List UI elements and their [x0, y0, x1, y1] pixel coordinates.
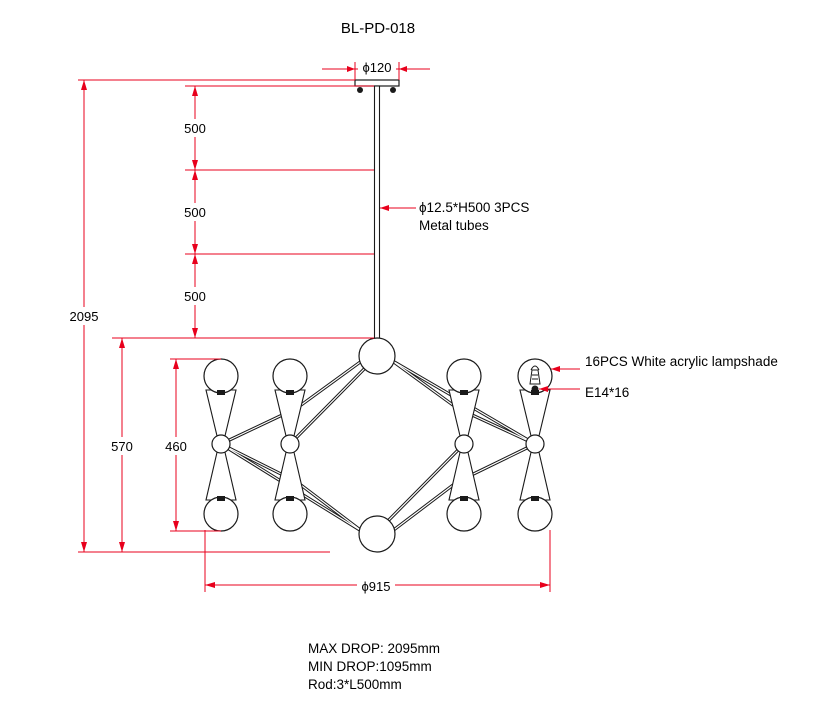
overall-diameter-label: ϕ915 — [362, 579, 391, 594]
tube-material-label: Metal tubes — [419, 218, 489, 233]
dimension-rod-segments: 500 500 500 — [180, 85, 374, 339]
rod-segment-1-label: 500 — [184, 121, 206, 136]
dimension-overall-diameter: ϕ915 — [204, 530, 551, 595]
rod-note: Rod:3*L500mm — [308, 677, 402, 692]
lamp-column-1 — [203, 358, 239, 532]
lamp-column-4 — [517, 358, 553, 532]
canopy-diameter-label: ϕ120 — [363, 60, 392, 75]
min-drop-note: MIN DROP:1095mm — [308, 659, 432, 674]
lamp-column-3 — [446, 358, 482, 532]
frame-arms-inner — [220, 355, 536, 533]
callout-tube: ϕ12.5*H500 3PCS Metal tubes — [380, 200, 529, 233]
model-title: BL-PD-018 — [341, 20, 415, 37]
lampshade-label: 16PCS White acrylic lampshade — [585, 354, 778, 369]
overall-height-label: 2095 — [70, 309, 99, 324]
dimension-canopy: ϕ120 — [322, 58, 430, 80]
callout-socket: E14*16 — [539, 385, 629, 400]
rod-segment-3-label: 500 — [184, 289, 206, 304]
hub-bottom — [358, 515, 396, 553]
callout-lampshade: 16PCS White acrylic lampshade — [551, 354, 778, 372]
hub-top — [358, 337, 396, 375]
socket-detail-icon — [529, 365, 541, 393]
rod — [373, 85, 381, 341]
tube-spec-label: ϕ12.5*H500 3PCS — [419, 200, 529, 215]
lamp-column-2 — [272, 358, 308, 532]
dimension-body-height: 570 — [106, 337, 360, 553]
rod-segment-2-label: 500 — [184, 205, 206, 220]
socket-label: E14*16 — [585, 385, 629, 400]
body-height-label: 570 — [111, 439, 133, 454]
frame-arms — [219, 354, 537, 534]
spec-notes: MAX DROP: 2095mm MIN DROP:1095mm Rod:3*L… — [308, 640, 440, 694]
dimension-arm-height: 460 — [160, 358, 221, 532]
arm-height-label: 460 — [165, 439, 187, 454]
max-drop-note: MAX DROP: 2095mm — [308, 641, 441, 656]
